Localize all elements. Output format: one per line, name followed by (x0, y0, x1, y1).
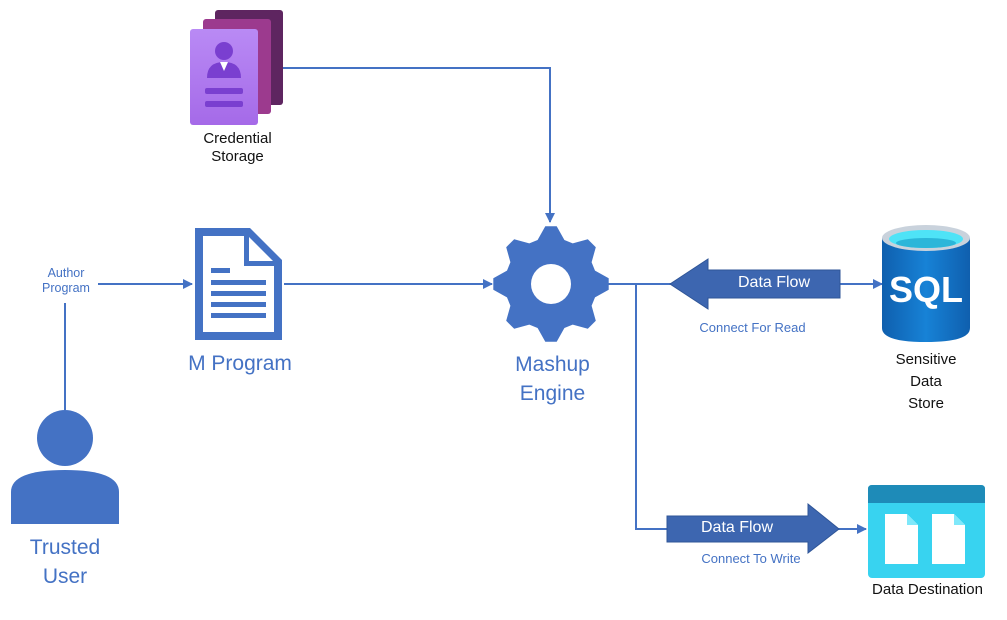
mashup-label-line1: Mashup (515, 353, 590, 376)
document-icon (195, 228, 282, 340)
sql-icon-text: SQL (888, 269, 963, 310)
user-label-line1: Trusted (29, 536, 101, 559)
credential-storage-label: Credential Storage (180, 130, 295, 166)
user-label-line2: User (42, 564, 88, 588)
read-data-flow-arrow (669, 258, 841, 310)
write-arrow-label: Data Flow (700, 519, 774, 536)
m-program-label: M Program (188, 352, 292, 375)
credential-label-line2: Storage (211, 148, 264, 165)
data-destination-label: Data Destination (872, 581, 983, 598)
storage-files-icon (868, 485, 985, 578)
sql-database-icon (882, 225, 970, 342)
connect-for-read-caption: Connect For Read (699, 320, 806, 335)
sql-label-line3: Store (908, 394, 944, 412)
user-icon (11, 410, 119, 524)
connect-to-write-caption: Connect To Write (701, 551, 801, 566)
mashup-label-line2: Engine (519, 381, 586, 405)
write-data-flow-arrow (666, 502, 840, 555)
read-arrow-label: Data Flow (737, 274, 811, 291)
sensitive-data-store-label: Sensitive Data Store (870, 349, 982, 414)
connector-credential-to-engine (282, 67, 555, 223)
connector-engine-to-write (635, 284, 668, 530)
author-label-line2: Program (42, 281, 90, 295)
gear-hole (531, 264, 571, 304)
credential-card-icon (190, 10, 283, 125)
author-label-line1: Author (47, 266, 85, 280)
gear-icon (493, 226, 609, 342)
author-program-label: Author Program (30, 266, 102, 296)
mashup-engine-label: Mashup Engine (480, 351, 625, 409)
sql-label-line1: Sensitive (895, 351, 957, 368)
trusted-user-label: Trusted User (0, 534, 130, 592)
sql-label-line2: Data (910, 372, 942, 390)
credential-label-line1: Credential (203, 130, 272, 147)
